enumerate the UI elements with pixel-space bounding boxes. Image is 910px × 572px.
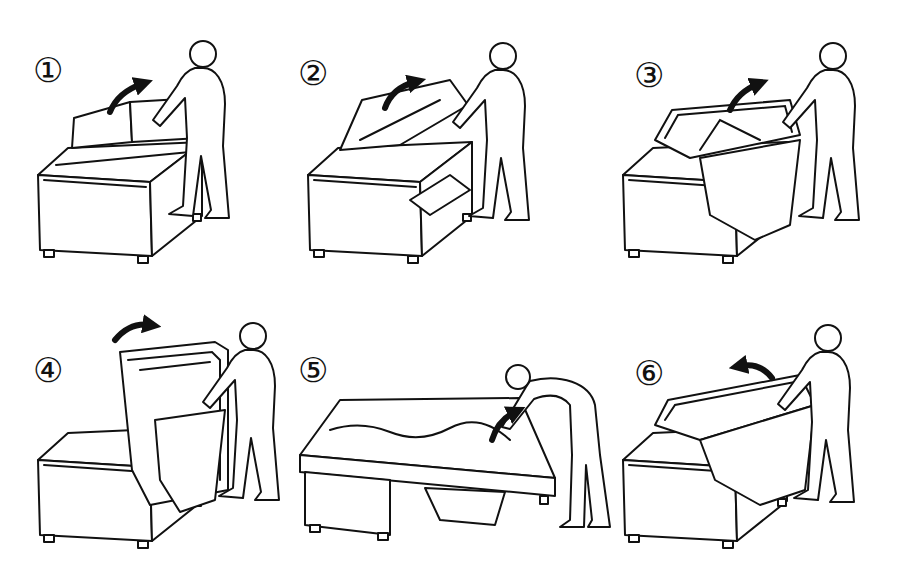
panel-2-sofa [308,43,529,263]
callout-number: ③ [634,57,664,94]
panel-6-sofa [623,325,854,548]
callout-number: ⑥ [634,355,664,392]
panel-4-sofa [38,323,279,548]
callout-number: ④ [33,352,63,389]
panel-3-sofa [623,43,859,263]
panel-1-sofa [38,41,229,263]
callout-number: ⑤ [298,352,328,389]
panel-5-bed [300,365,610,540]
callout-number: ② [298,55,328,92]
callout-number: ① [33,52,63,89]
